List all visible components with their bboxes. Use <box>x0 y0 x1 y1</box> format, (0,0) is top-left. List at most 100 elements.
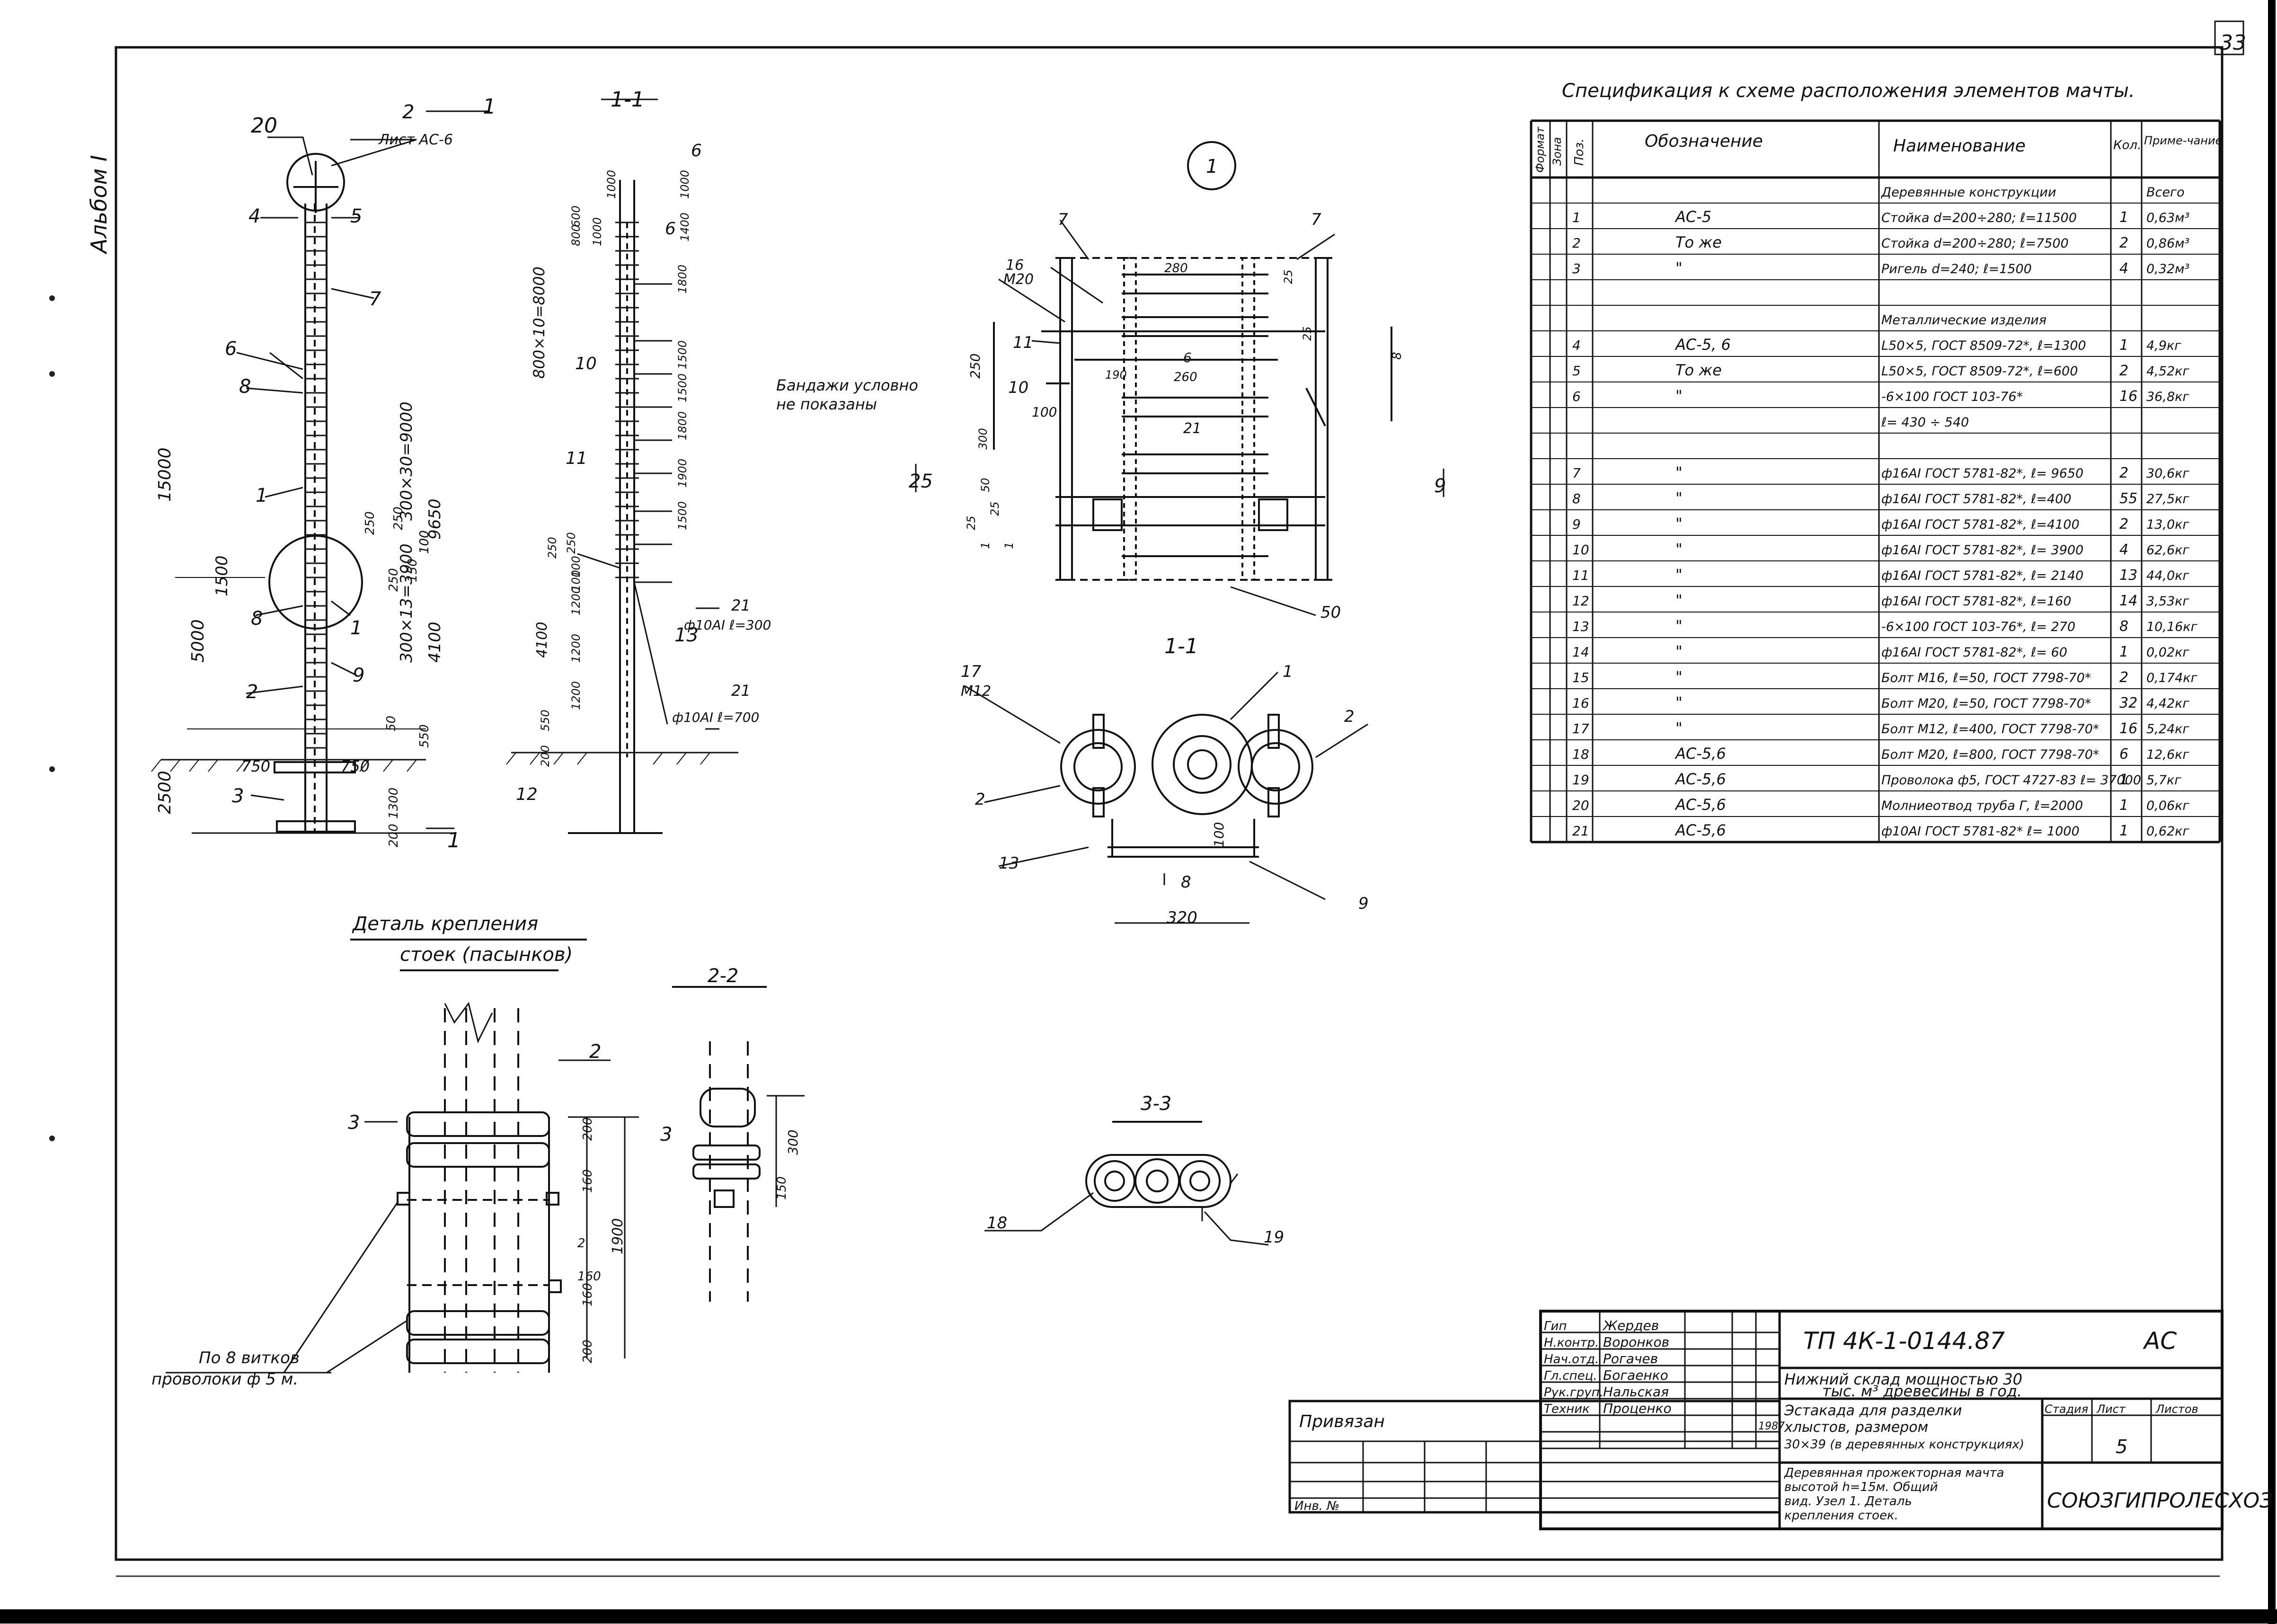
spec-cell-designation: " <box>1675 387 1683 405</box>
mast-elevation <box>151 110 490 834</box>
section-1-1-label: 1900 <box>676 459 689 488</box>
title-sheets-head: Листов <box>2155 1402 2198 1416</box>
fastening-label: 2 <box>577 1236 585 1251</box>
spec-header-name: Наименование <box>1893 136 2026 156</box>
section-1-1-label: 250 <box>565 532 578 554</box>
spec-cell-qty: 2 <box>2119 363 2128 379</box>
spec-cell-note: 0,62кг <box>2146 824 2189 839</box>
spec-cell-pos: 17 <box>1572 721 1589 737</box>
spec-cell-name: Болт М16, ℓ=50, ГОСТ 7798-70* <box>1881 671 2091 685</box>
spec-cell-name: Ригель d=240; ℓ=1500 <box>1881 262 2032 276</box>
spec-cell-qty: 1 <box>2119 797 2128 814</box>
section-1-1-elevation <box>506 98 738 834</box>
elevation-label: 100 <box>417 530 432 554</box>
elevation-label: 1 <box>483 95 496 119</box>
spec-cell-qty: 4 <box>2119 541 2128 558</box>
detail-1-label: 8 <box>1390 352 1404 360</box>
spec-cell-designation: " <box>1675 719 1683 737</box>
section-1-1-label: 21 <box>731 596 751 614</box>
spec-cell-name: -6×100 ГОСТ 103-76*, ℓ= 270 <box>1881 620 2075 634</box>
spec-cell-designation: АС-5, 6 <box>1675 336 1731 354</box>
elevation-label: 5 <box>350 205 362 227</box>
title-name: Нальская <box>1603 1384 1669 1400</box>
section-3-3-label: 18 <box>987 1214 1007 1233</box>
spec-cell-name: Стойка d=200÷280; ℓ=7500 <box>1881 236 2069 251</box>
spec-cell-name: Деревянные конструкции <box>1881 185 2056 200</box>
detail-1-label: 6 <box>1183 350 1192 365</box>
spec-cell-note: 0,174кг <box>2146 671 2198 685</box>
elevation-label: 750 <box>241 757 270 775</box>
spec-cell-designation: " <box>1675 668 1683 686</box>
spec-cell-note: 4,9кг <box>2146 338 2181 353</box>
spec-cell-qty: 2 <box>2119 669 2128 686</box>
elevation-label: 1300 <box>387 788 401 819</box>
elevation-label: 50 <box>384 716 399 731</box>
fastening-label: 200 <box>581 1117 595 1141</box>
svg-text:Бандажи условно: Бандажи условно <box>776 376 918 394</box>
section-1-1-label: 1400 <box>678 213 691 241</box>
elevation-label: 200 <box>387 824 401 847</box>
elevation-label: 7 <box>369 288 381 310</box>
elevation-label: 1 <box>350 617 362 639</box>
section-1-1-label: 1500 <box>676 373 689 402</box>
section-1-1-plan-label: 2 <box>1344 707 1355 726</box>
spec-cell-note: 0,06кг <box>2146 799 2189 813</box>
page-number: 33 <box>2220 31 2246 55</box>
section-3-3-label: 19 <box>1264 1228 1284 1247</box>
section-1-1-label: 1000 <box>678 170 691 199</box>
elevation-label: 1 <box>256 485 267 506</box>
title-role: Техник <box>1544 1402 1590 1416</box>
elevation-label: 300×13=3900 <box>397 543 416 663</box>
section-1-1-label: 13 <box>674 624 699 646</box>
spec-cell-designation: " <box>1675 566 1683 584</box>
title-role: Н.контр. <box>1544 1336 1599 1350</box>
spec-cell-name: ф16АI ГОСТ 5781-82*, ℓ=160 <box>1881 594 2071 609</box>
title-organization: СОЮЗГИПРОЛЕСХОЗ <box>2047 1489 2273 1513</box>
detail-1-label: 300 <box>976 428 990 450</box>
spec-cell-qty: 1 <box>2119 772 2128 788</box>
section-3-3 <box>984 1121 1269 1246</box>
section-1-1-label: 200 <box>539 745 552 767</box>
spec-cell-note: 13,0кг <box>2146 517 2189 532</box>
spec-cell-pos: 18 <box>1572 746 1589 762</box>
spec-cell-name: Проволока ф5, ГОСТ 4727-83 ℓ= 37000 <box>1881 773 2141 788</box>
section-1-1-plan-label: 100 <box>1211 822 1227 847</box>
wire-note-line-2: проволоки ф 5 м. <box>151 1370 298 1389</box>
section-1-1-label: 1200 <box>569 586 583 615</box>
inner-frame <box>115 46 2224 1561</box>
title-description-line-3: вид. Узел 1. Деталь <box>1784 1494 1912 1509</box>
elevation-label: 250 <box>363 511 377 535</box>
detail-1-label: 7 <box>1058 210 1068 229</box>
spec-cell-pos: 21 <box>1572 823 1589 839</box>
detail-1-label: 11 <box>1013 333 1033 352</box>
elevation-label: 3 <box>232 785 244 807</box>
spec-cell-designation: То же <box>1675 233 1722 251</box>
spec-cell-name: Молниеотвод труба Г, ℓ=2000 <box>1881 799 2083 813</box>
spec-title-group: Спецификация к схеме расположения элемен… <box>1562 80 2135 102</box>
spec-cell-name: ф16АI ГОСТ 5781-82*, ℓ= 3900 <box>1881 543 2083 558</box>
title-name: Проценко <box>1603 1401 1672 1416</box>
title-role: Гип <box>1544 1319 1567 1333</box>
spec-cell-designation: АС-5,6 <box>1675 745 1726 763</box>
spec-cell-note: 5,7кг <box>2146 773 2181 788</box>
spec-cell-pos: 7 <box>1572 465 1581 481</box>
detail-1-label: 25 <box>965 515 978 530</box>
detail-1-label: 1 <box>1002 542 1016 549</box>
section-1-1-label: 1800 <box>676 265 689 293</box>
spec-cell-qty: 16 <box>2119 388 2137 405</box>
section-1-1-plan-title: 1-1 <box>1164 634 1198 658</box>
section-1-1-label: 800×10=8000 <box>530 266 548 379</box>
spec-cell-qty: 32 <box>2119 695 2137 711</box>
elevation-label: 100 <box>417 530 432 554</box>
title-object-line-2: хлыстов, размером <box>1784 1419 1928 1436</box>
section-1-1-plan-label: М12 <box>961 683 991 700</box>
spec-header-format: Формат <box>1533 126 1547 173</box>
spec-cell-designation: АС-5,6 <box>1675 821 1726 839</box>
elevation-label: 15000 <box>155 447 175 502</box>
section-1-1-label: 1200 <box>569 681 583 710</box>
spec-cell-pos: 9 <box>1572 516 1581 532</box>
section-1-1-label: 1000 <box>605 170 618 199</box>
spec-cell-designation: " <box>1675 489 1683 507</box>
spec-cell-name: Болт М20, ℓ=800, ГОСТ 7798-70* <box>1881 747 2099 762</box>
section-1-1-label: 100 <box>569 570 583 592</box>
